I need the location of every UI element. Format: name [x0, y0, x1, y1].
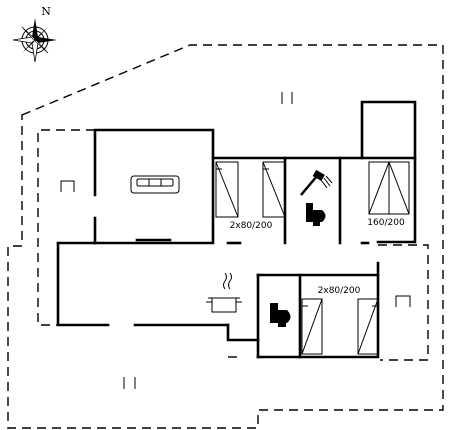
- interior-walls: [56, 156, 417, 359]
- door-marker-left: [60, 180, 75, 192]
- toilet-icon: [306, 203, 326, 226]
- terrace-outline: [7, 44, 444, 429]
- sofa-icon: [130, 175, 180, 194]
- bed-icon: [301, 298, 379, 355]
- window-icon: [123, 92, 293, 389]
- compass-rose-icon: N: [12, 5, 57, 63]
- bed-size-label-bedroom-3: 2x80/200: [318, 286, 361, 296]
- bed-icon: [215, 161, 286, 218]
- compass-north-label: N: [41, 5, 51, 18]
- bed-size-label-bedroom-2: 160/200: [367, 218, 405, 228]
- terrace-right-inner: [378, 244, 429, 361]
- toilet-icon: [270, 303, 291, 327]
- bed-size-label-bedroom-1: 2x80/200: [230, 221, 273, 231]
- shower-icon: [300, 169, 333, 196]
- cooking-pot-icon: [206, 272, 242, 313]
- door-marker-right: [395, 295, 411, 307]
- terrace-left-inner: [37, 129, 95, 326]
- bed-icon: [368, 161, 410, 215]
